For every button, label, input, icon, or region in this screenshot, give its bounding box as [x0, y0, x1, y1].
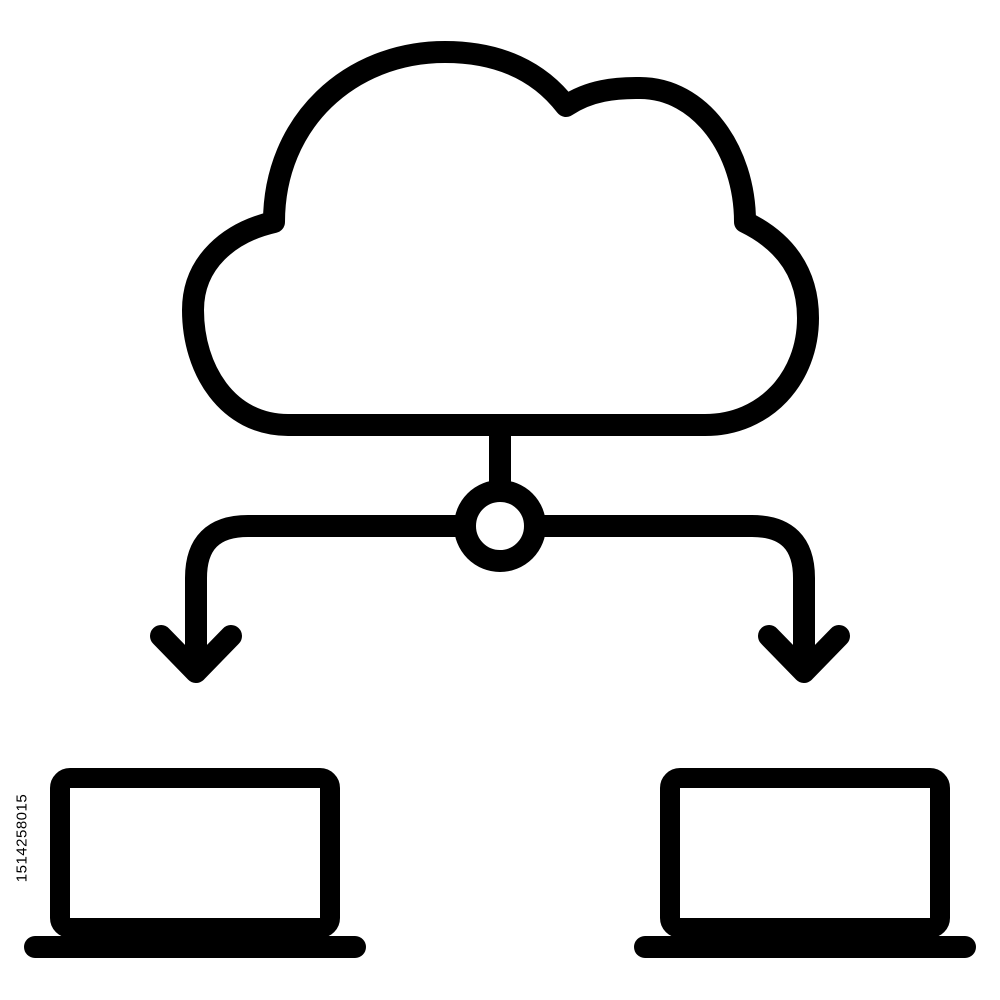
stock-id-text: 1514258015	[13, 793, 31, 883]
stock-id-label: 1514258015	[0, 0, 44, 1000]
down-arrow-icon	[758, 625, 850, 683]
laptop-screen	[660, 768, 950, 938]
laptop-icon	[634, 768, 976, 958]
down-arrow-icon	[150, 625, 242, 683]
laptop-base	[24, 936, 366, 958]
laptop-screen	[50, 768, 340, 938]
laptop-icon	[24, 768, 366, 958]
laptop-base	[634, 936, 976, 958]
cloud-icon	[182, 41, 819, 436]
right-branch-connector	[524, 515, 815, 679]
left-branch-connector	[185, 515, 476, 679]
